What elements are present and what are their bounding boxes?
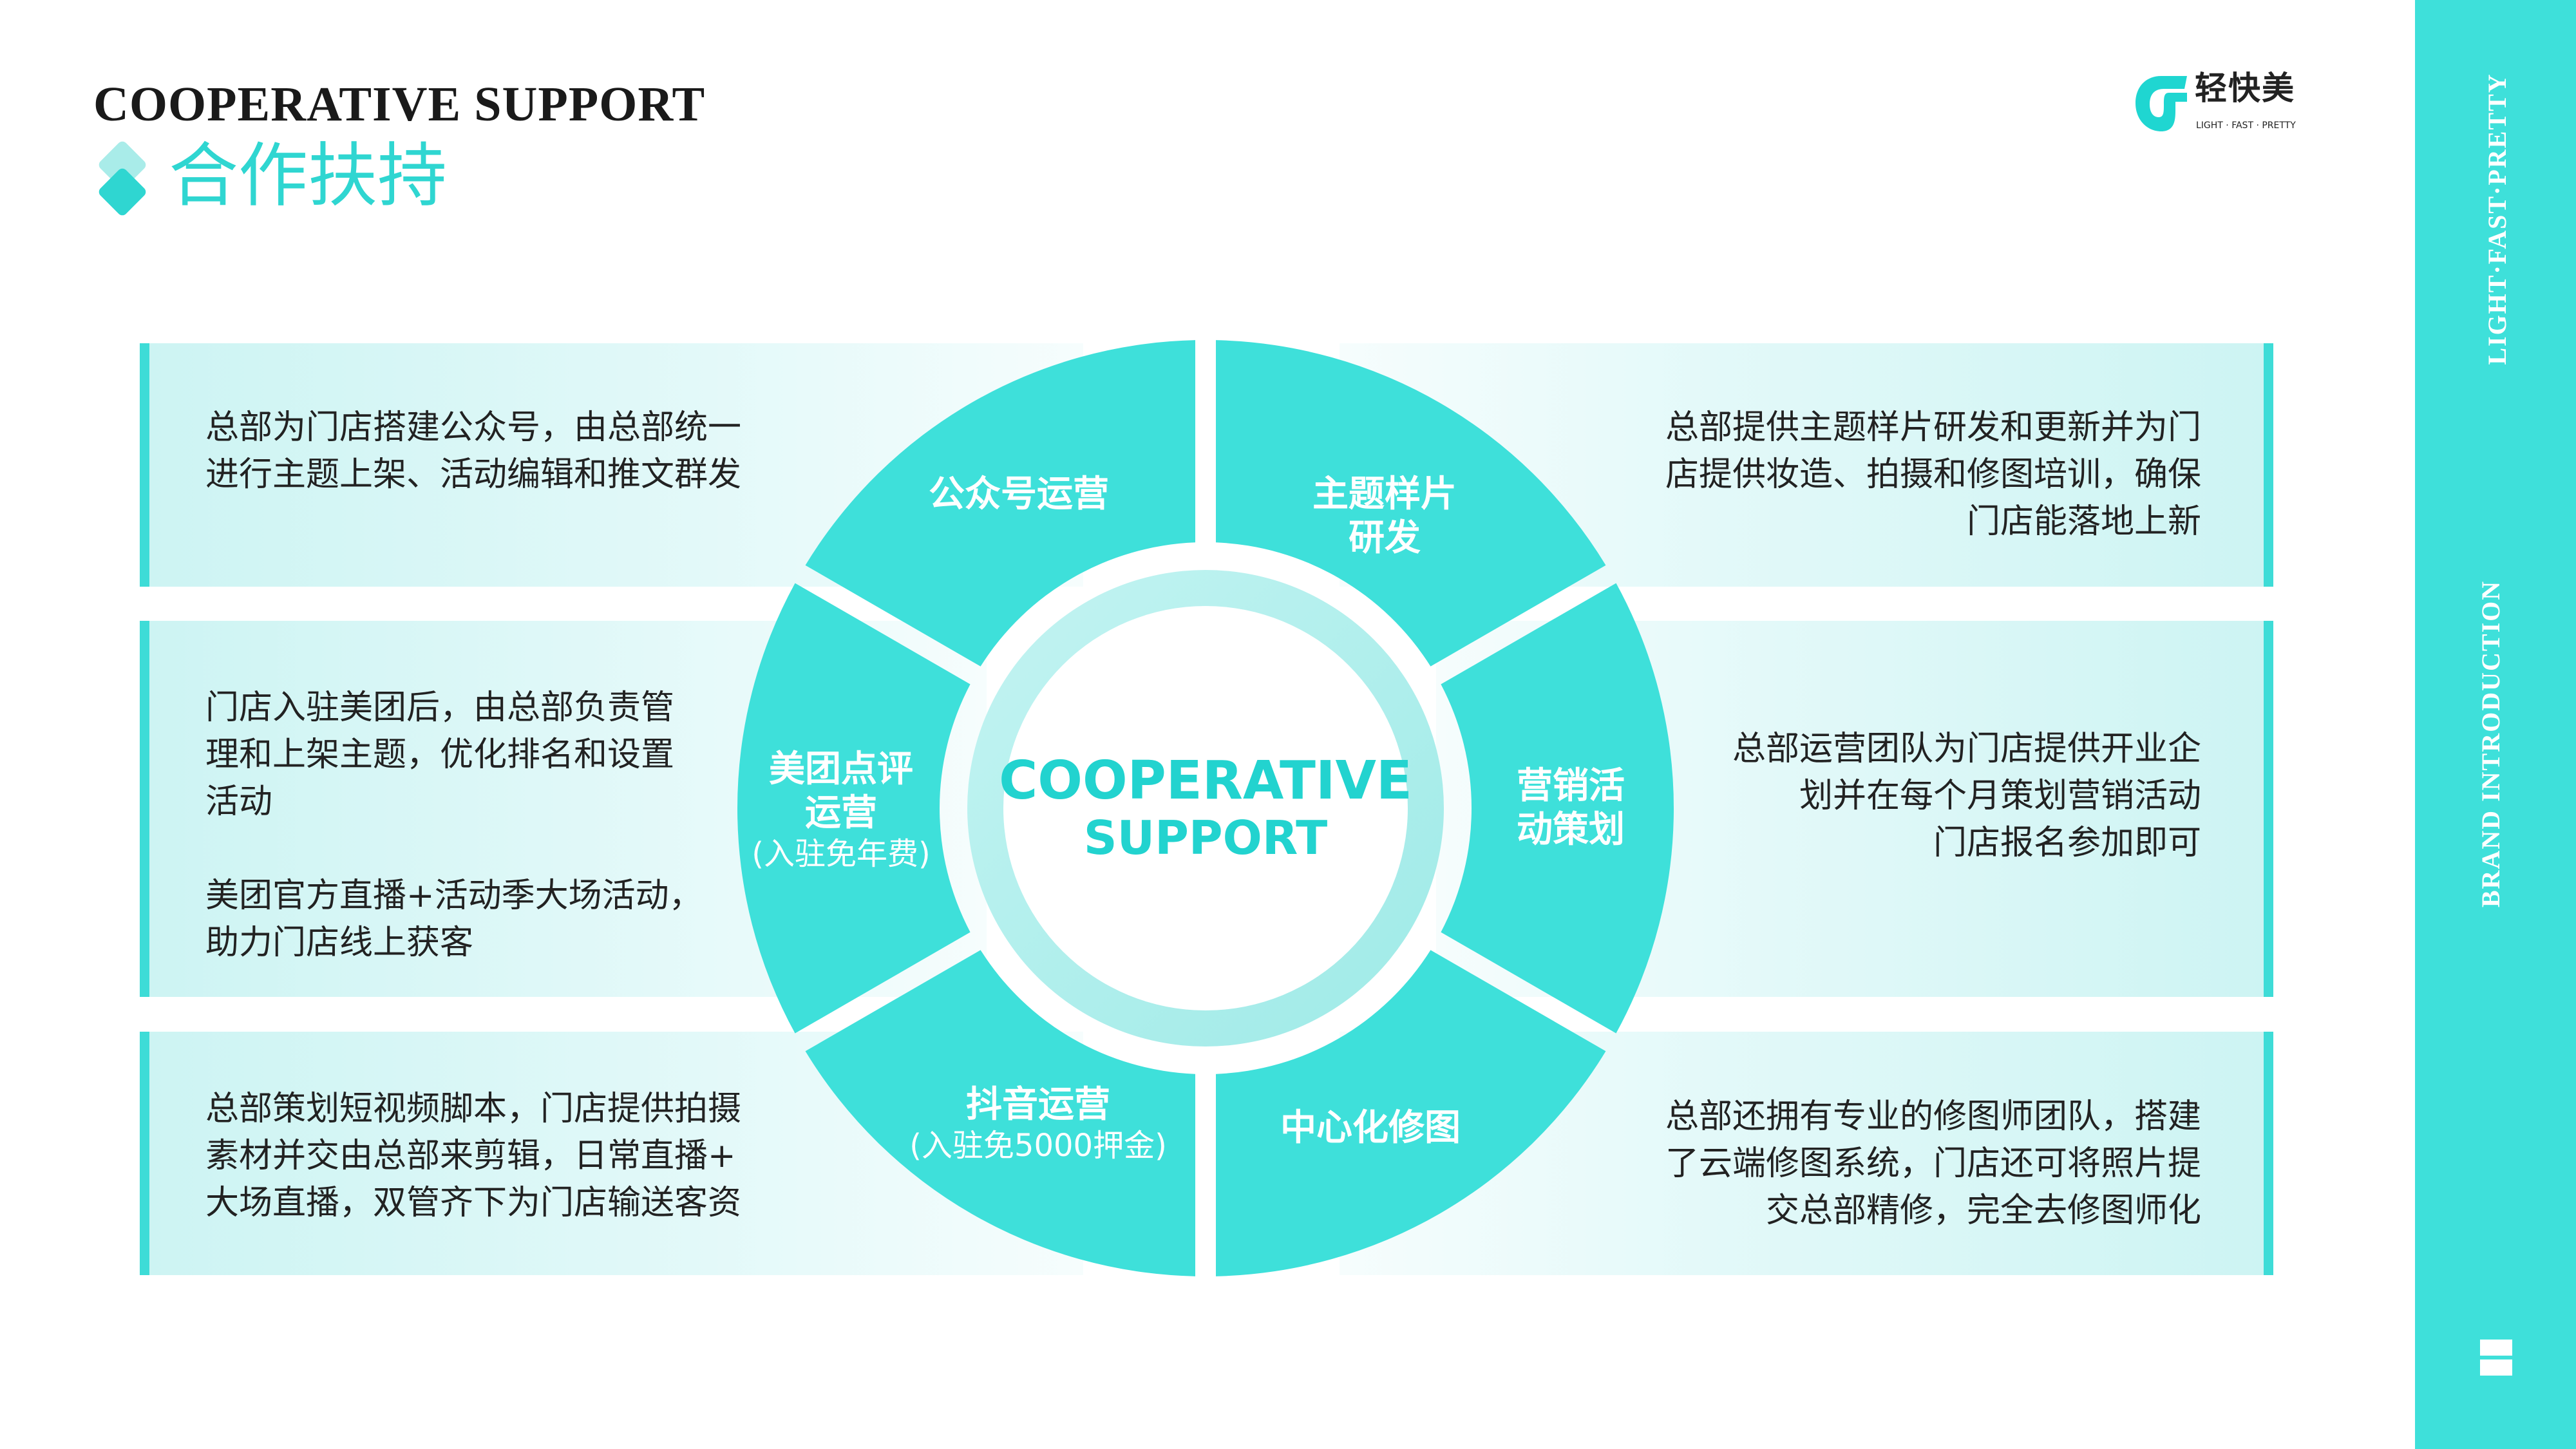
desc-line: 了云端修图系统，门店还可将照片提: [1665, 1144, 2201, 1183]
segment-label-retouch: 中心化修图: [1280, 1106, 1461, 1150]
segment-theme: [1215, 340, 1606, 667]
desc-line: 总部为门店搭建公众号，由总部统一: [205, 408, 742, 447]
segment-retouch: [1215, 950, 1606, 1276]
desc-theme: 总部提供主题样片研发和更新并为门 店提供妆造、拍摄和修图培训，确保 门店能落地上…: [1665, 404, 2201, 545]
segment-sub: (入驻免年费): [752, 836, 931, 872]
logo-tagline: LIGHT · FAST · PRETTY: [2196, 120, 2296, 131]
sidebar-slogan: LIGHT·FAST·PRETTY: [2483, 73, 2512, 365]
inner-white-circle: [1003, 606, 1408, 1010]
page-title-cn: 合作扶持: [169, 136, 448, 216]
page-title-en: COOPERATIVE SUPPORT: [93, 77, 706, 131]
desc-line: 门店报名参加即可: [1933, 824, 2201, 862]
desc-line: 门店能落地上新: [1966, 502, 2201, 541]
center-line1: COOPERATIVE: [999, 750, 1412, 811]
segment-line: 中心化修图: [1280, 1107, 1461, 1149]
right-sidebar: LIGHT·FAST·PRETTY BRAND INTRODUCTION: [2415, 0, 2576, 1449]
segment-label-marketing: 营销活 动策划: [1517, 764, 1625, 852]
segment-line: 研发: [1349, 517, 1421, 559]
logo: 轻快美 LIGHT · FAST · PRETTY: [2136, 70, 2342, 137]
segment-meituan: [737, 583, 971, 1034]
segment-line: 主题样片: [1312, 473, 1457, 515]
desc-line: 总部策划短视频脚本，门店提供拍摄: [205, 1090, 742, 1128]
logo-name: 轻快美: [2195, 70, 2295, 107]
segment-line: 动策划: [1517, 809, 1625, 851]
segment-label-wechat: 公众号运营: [929, 473, 1109, 516]
menu-bars-icon[interactable]: [2480, 1340, 2512, 1377]
segment-label-meituan: 美团点评 运营 (入驻免年费): [752, 748, 930, 873]
desc-line: 活动: [205, 782, 273, 821]
desc-meituan: 门店入驻美团后，由总部负责管 理和上架主题，优化排名和设置 活动 美团官方直播+…: [205, 685, 703, 967]
desc-line: 助力门店线上获客: [205, 923, 474, 962]
segment-label-theme: 主题样片 研发: [1312, 473, 1457, 560]
logo-mark-icon: [2136, 76, 2187, 131]
desc-marketing: 总部运营团队为门店提供开业企 划并在每个月策划营销活动 门店报名参加即可: [1732, 726, 2201, 867]
desc-line: 进行主题上架、活动编辑和推文群发: [205, 455, 742, 494]
desc-wechat: 总部为门店搭建公众号，由总部统一 进行主题上架、活动编辑和推文群发: [205, 404, 741, 498]
segment-douyin: [805, 950, 1196, 1276]
center-label: COOPERATIVE SUPPORT: [999, 750, 1412, 866]
desc-line: 交总部精修，完全去修图师化: [1765, 1191, 2201, 1230]
segment-wechat: [805, 340, 1196, 667]
segment-line: 运营: [805, 792, 877, 834]
segment-line: 美团点评: [769, 748, 913, 790]
desc-line: 店提供妆造、拍摄和修图培训，确保: [1665, 455, 2201, 494]
desc-line: 大场直播，双管齐下为门店输送客资: [205, 1184, 742, 1222]
desc-line: 总部还拥有专业的修图师团队，搭建: [1665, 1097, 2201, 1136]
segment-sub: (入驻免5000押金): [909, 1128, 1167, 1164]
segment-line: 公众号运营: [929, 473, 1109, 515]
desc-line: 划并在每个月策划营销活动: [1799, 777, 2201, 815]
desc-line: 总部提供主题样片研发和更新并为门: [1665, 408, 2201, 447]
desc-line: 美团官方直播+活动季大场活动，: [205, 876, 703, 915]
segment-marketing: [1441, 583, 1674, 1034]
sidebar-section-label: BRAND INTRODUCTION: [2476, 580, 2505, 908]
segment-line: 营销活: [1517, 765, 1625, 807]
segment-label-douyin: 抖音运营 (入驻免5000押金): [909, 1083, 1167, 1164]
segment-line: 抖音运营: [966, 1084, 1110, 1126]
desc-retouch: 总部还拥有专业的修图师团队，搭建 了云端修图系统，门店还可将照片提 交总部精修，…: [1665, 1094, 2201, 1235]
desc-douyin: 总部策划短视频脚本，门店提供拍摄 素材并交由总部来剪辑，日常直播+ 大场直播，双…: [205, 1086, 741, 1227]
center-line2: SUPPORT: [1083, 811, 1328, 865]
desc-line: 理和上架主题，优化排名和设置: [205, 735, 675, 774]
desc-line: 总部运营团队为门店提供开业企: [1732, 730, 2201, 768]
desc-line: 门店入驻美团后，由总部负责管: [205, 688, 675, 727]
desc-line: 素材并交由总部来剪辑，日常直播+: [205, 1137, 736, 1175]
